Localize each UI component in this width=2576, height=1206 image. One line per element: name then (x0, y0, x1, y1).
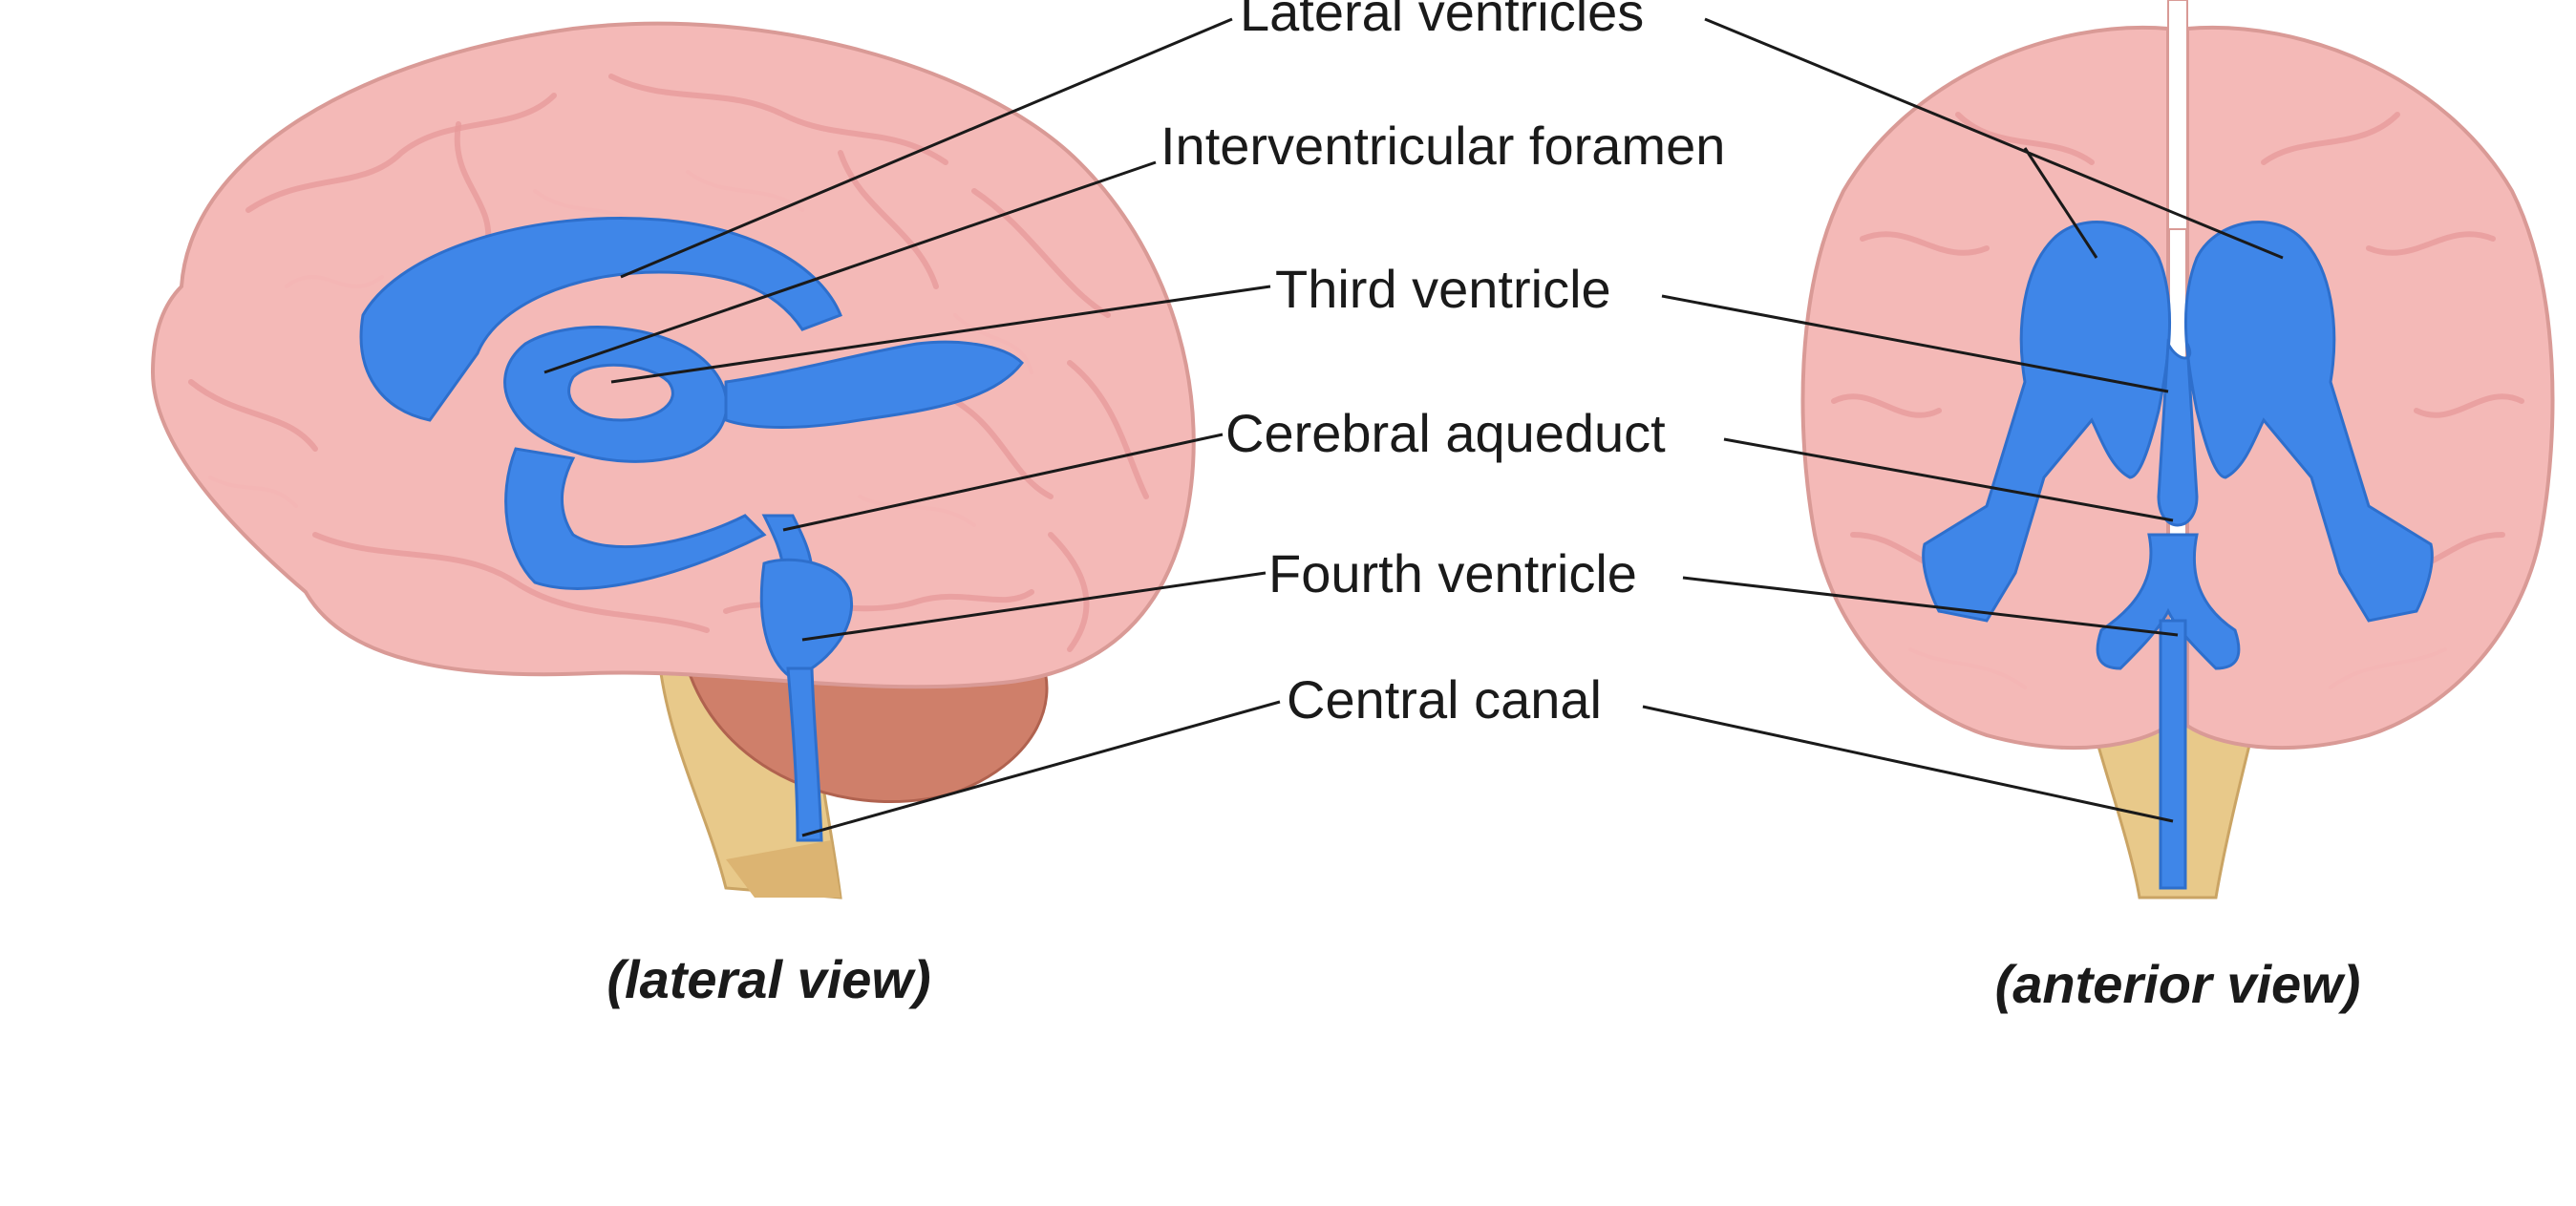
leader-third-ventricle-right (1661, 294, 2169, 393)
brain-lateral-view-icon (150, 21, 1196, 899)
leader-lateral-ventricles-right-b (2023, 147, 2098, 259)
right-hemisphere-anterior (2185, 26, 2555, 751)
caption-lateral-view: (lateral view) (607, 949, 930, 1009)
leader-third-ventricle-left (610, 285, 1271, 384)
caption-anterior-view: (anterior view) (1995, 954, 2361, 1014)
spinal-cord-lateral (726, 840, 841, 898)
central-canal-lateral (786, 666, 823, 842)
label-lateral-ventricles: Lateral ventricles (1240, 0, 1644, 42)
third-ventricle-lateral (503, 326, 729, 463)
temporal-horn (504, 447, 767, 590)
leader-lateral-ventricles-left (620, 17, 1233, 279)
label-interventricular-foramen: Interventricular foramen (1160, 116, 1725, 176)
third-ventricle-anterior (2157, 338, 2199, 527)
ventricles-anterior (1922, 221, 2434, 890)
right-lateral-ventricle (2184, 221, 2434, 623)
label-third-ventricle: Third ventricle (1275, 259, 1611, 319)
label-central-canal: Central canal (1287, 669, 1602, 730)
label-fourth-ventricle: Fourth ventricle (1268, 543, 1637, 603)
leader-cerebral-aqueduct-right (1723, 437, 2174, 522)
lateral-ventricle-body (359, 216, 842, 422)
leader-lateral-ventricles-right-a (1704, 17, 2284, 260)
longitudinal-fissure (2167, 0, 2188, 230)
leader-interventricular-foramen (543, 160, 1157, 374)
left-hemisphere-anterior (1800, 26, 2170, 751)
leader-fourth-ventricle-left (801, 571, 1267, 642)
label-cerebral-aqueduct: Cerebral aqueduct (1225, 403, 1666, 463)
ventricles-lateral (359, 216, 1024, 842)
central-canal-anterior (2159, 619, 2187, 890)
leader-central-canal-left (801, 700, 1281, 837)
brain-anterior-view-icon (1800, 0, 2555, 899)
fourth-ventricle-lateral (759, 558, 853, 680)
leader-fourth-ventricle-right (1682, 576, 2179, 637)
occipital-horn (724, 340, 1024, 429)
leader-cerebral-aqueduct-left (782, 433, 1224, 532)
leader-central-canal-right (1642, 705, 2174, 823)
left-lateral-ventricle (1922, 221, 2171, 623)
leader-lines (543, 17, 2284, 837)
